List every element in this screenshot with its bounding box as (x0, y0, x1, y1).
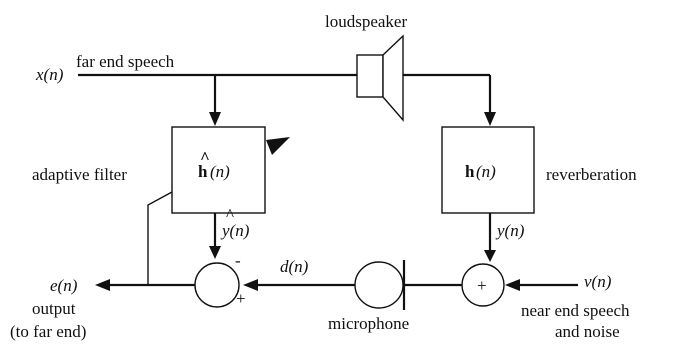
far-end-speech-label: far end speech (76, 52, 175, 71)
estimate-hat: ^ (226, 205, 234, 224)
estimate-label: y(n) (220, 221, 250, 240)
signal-d-label: d(n) (280, 257, 309, 276)
mic-output-arrow (243, 279, 258, 291)
reverberation-symbol: h (465, 162, 475, 181)
filter-input-arrow (209, 112, 221, 126)
output-label: output (32, 299, 76, 318)
signal-x-label: x(n) (35, 65, 64, 84)
signal-y-label: y(n) (495, 221, 525, 240)
adaptive-filter-label: adaptive filter (32, 165, 127, 184)
error-output-arrow (95, 279, 110, 291)
error-feedback-line (147, 191, 173, 285)
loudspeaker-label: loudspeaker (325, 12, 407, 31)
reverberation-label: reverberation (546, 165, 637, 184)
error-sum-plus: + (236, 289, 246, 308)
near-end-label-line2: and noise (555, 322, 620, 341)
loudspeaker-icon (356, 34, 404, 122)
echo-arrow (484, 250, 496, 262)
room-input-arrow (484, 112, 496, 126)
reverberation-block (441, 126, 535, 214)
adaptive-filter-arg: (n) (210, 162, 230, 181)
near-end-label-line1: near end speech (521, 301, 630, 320)
signal-e-label: e(n) (50, 276, 78, 295)
adaptive-filter-block (171, 126, 266, 214)
error-sum-minus: - (235, 251, 241, 270)
reverberation-arg: (n) (476, 162, 496, 181)
signal-v-label: v(n) (584, 272, 612, 291)
estimate-arrow (209, 246, 221, 259)
adaptive-filter-symbol: h (198, 162, 208, 181)
microphone-label: microphone (328, 314, 409, 333)
near-end-sum-plus: + (477, 276, 487, 295)
adaptive-filter-hat: ^ (200, 148, 210, 167)
adaptation-arrow (266, 137, 290, 155)
error-sum-junction (194, 262, 240, 308)
microphone-icon (354, 260, 406, 310)
to-far-end-label: (to far end) (10, 322, 86, 341)
noise-input-arrow (505, 279, 520, 291)
